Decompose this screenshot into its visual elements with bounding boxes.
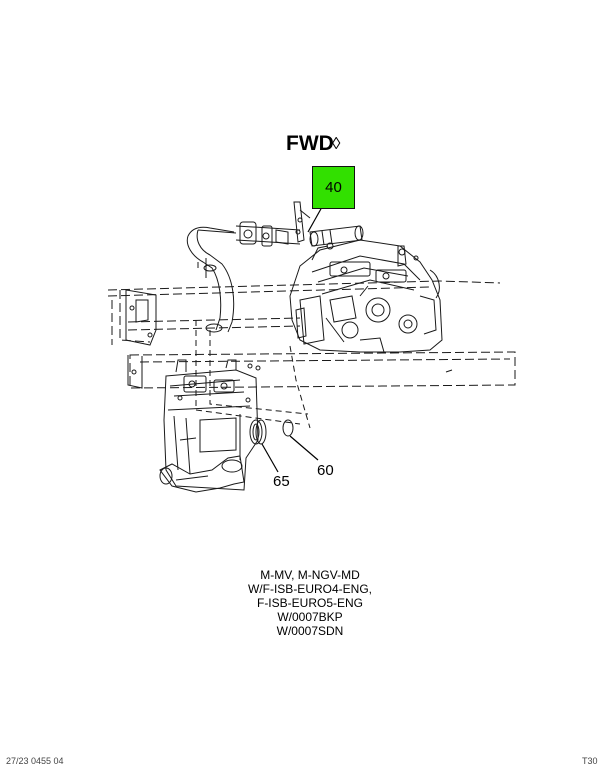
- part-60-gasket: [282, 419, 294, 437]
- part-65-clamp: [255, 419, 267, 445]
- frame-bracket-left: [125, 289, 157, 389]
- forward-arrow-icon: ◊: [332, 134, 341, 153]
- footer-page-code: T30: [582, 756, 598, 766]
- frame-rail: [107, 280, 516, 389]
- forward-direction-label: FWD: [286, 132, 334, 155]
- note-line: W/F-ISB-EURO4-ENG,: [247, 582, 372, 596]
- outlet-elbow: [159, 455, 245, 493]
- callout-60[interactable]: 60: [317, 462, 334, 479]
- note-line: W/0007SDN: [276, 624, 344, 638]
- aftertreatment-module: [163, 359, 263, 491]
- upper-pipe-assembly: [235, 201, 311, 247]
- part-40-hose: [309, 225, 364, 247]
- engine-block: [289, 239, 443, 353]
- exhaust-tube: [186, 226, 237, 333]
- callout-40-highlighted[interactable]: 40: [312, 166, 355, 209]
- assembly-leader-lines: [195, 320, 311, 429]
- note-line: W/0007BKP: [277, 610, 343, 624]
- footer-reference: 27/23 0455 04: [6, 756, 64, 766]
- note-line: F-ISB-EURO5-ENG: [256, 596, 363, 610]
- callout-65[interactable]: 65: [273, 473, 290, 490]
- note-line: M-MV, M-NGV-MD: [260, 568, 360, 582]
- applicability-notes: M-MV, M-NGV-MD W/F-ISB-EURO4-ENG, F-ISB-…: [205, 568, 415, 638]
